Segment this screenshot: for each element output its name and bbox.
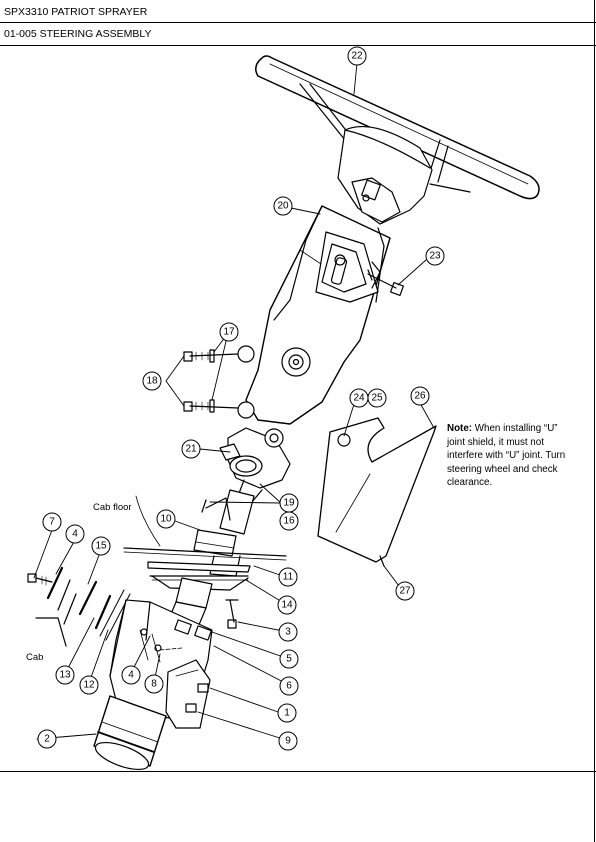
u-joint-shield — [317, 417, 437, 567]
header-title: SPX3310 PATRIOT SPRAYER — [4, 6, 148, 18]
callout-27: 27 — [399, 586, 411, 597]
callout-25: 25 — [371, 393, 383, 404]
callout-21: 21 — [185, 444, 197, 455]
mounting-bolts — [183, 349, 239, 413]
steering-hub — [337, 125, 433, 225]
column-housing — [237, 205, 391, 425]
cab-label: Cab — [26, 652, 43, 663]
callout-9: 9 — [285, 736, 291, 747]
footer-divider — [0, 771, 596, 772]
callout-circles — [37, 46, 445, 751]
callout-18: 18 — [146, 376, 158, 387]
callout-16: 16 — [283, 516, 295, 527]
cab-wall — [35, 579, 77, 647]
callout-4-lower: 4 — [128, 670, 134, 681]
bolt-7 — [27, 573, 53, 586]
callout-8: 8 — [151, 679, 157, 690]
upper-u-joint — [219, 427, 291, 503]
header-subtitle: 01-005 STEERING ASSEMBLY — [4, 28, 152, 40]
callout-10: 10 — [160, 514, 172, 525]
callout-4-upper: 4 — [72, 529, 78, 540]
lower-cylinder — [93, 695, 167, 771]
callout-5: 5 — [286, 654, 292, 665]
header-divider — [0, 22, 596, 23]
callout-23: 23 — [429, 251, 441, 262]
installation-note: Note: When installing “U” joint shield, … — [447, 422, 577, 490]
cab-floor — [123, 495, 287, 561]
header-bottom-border — [0, 45, 596, 46]
callout-26: 26 — [414, 391, 426, 402]
callout-20: 20 — [277, 201, 289, 212]
steering-wheel — [255, 55, 540, 200]
callout-3: 3 — [285, 627, 291, 638]
callout-22: 22 — [351, 51, 363, 62]
callout-14: 14 — [281, 600, 293, 611]
callout-15: 15 — [95, 541, 107, 552]
callout-7: 7 — [49, 517, 55, 528]
callout-17: 17 — [223, 327, 235, 338]
callout-24: 24 — [353, 393, 365, 404]
callout-2: 2 — [44, 734, 50, 745]
steering-valve — [165, 659, 211, 729]
callout-13: 13 — [59, 670, 71, 681]
note-heading: Note: — [447, 423, 473, 434]
page-right-border — [594, 0, 595, 842]
cab-floor-label: Cab floor — [93, 502, 132, 513]
callout-1: 1 — [284, 708, 290, 719]
callout-12: 12 — [83, 680, 95, 691]
callout-19: 19 — [283, 498, 295, 509]
callout-11: 11 — [283, 572, 294, 583]
note-text: When installing “U” joint shield, it mus… — [447, 423, 566, 489]
callout-6: 6 — [286, 681, 292, 692]
bolt-3 — [225, 599, 239, 629]
